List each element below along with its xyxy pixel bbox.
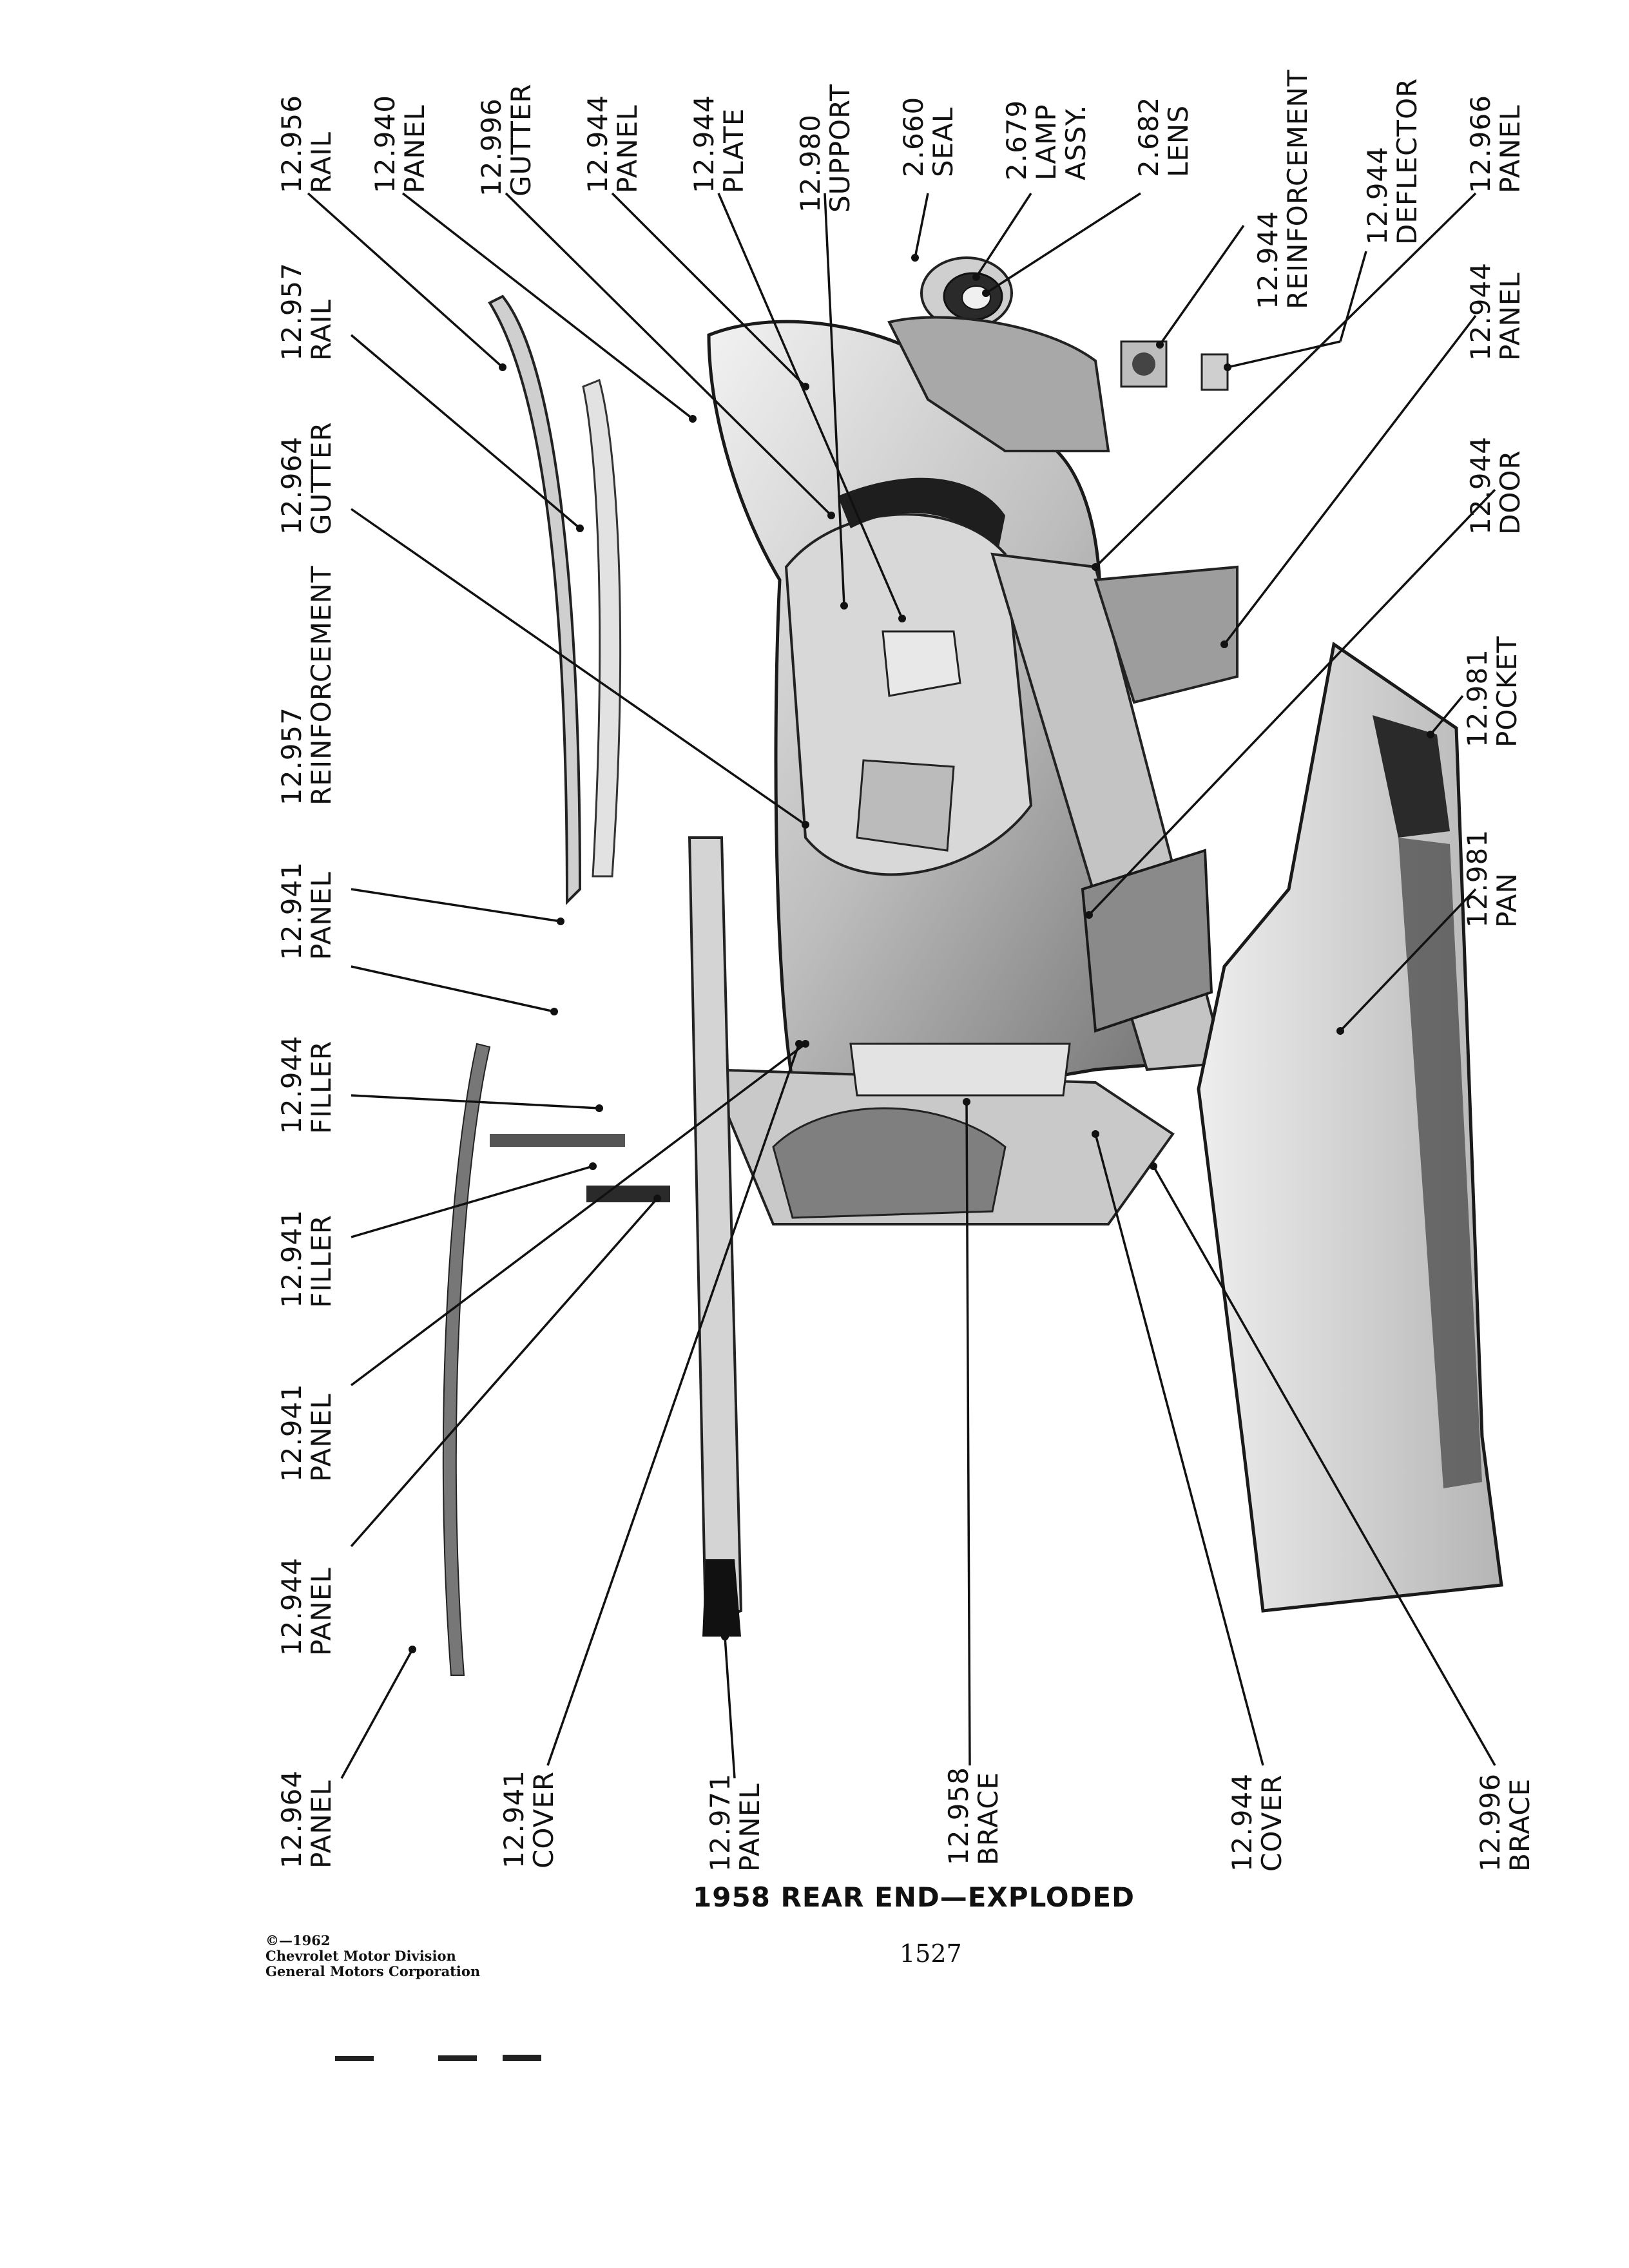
deflector-part: [1200, 353, 1229, 391]
molding-panel: [442, 1043, 491, 1676]
lamp-housing-panel: [887, 316, 1110, 452]
scan-artifact-marks: [335, 2055, 541, 2061]
panel-box: [1094, 565, 1239, 704]
floor-pan-pocket: [1373, 715, 1450, 838]
figure-title: 1958 REAR END—EXPLODED: [693, 1881, 1135, 1913]
leader-arrowheads: [409, 254, 1434, 1653]
inner-support-bracket: [882, 630, 961, 697]
leader-lines: [307, 192, 1496, 1779]
floor-pan-rib: [1398, 838, 1482, 1488]
reinforcement-bracket: [1120, 340, 1168, 388]
trunk-door: [1081, 849, 1213, 1033]
copyright-notice: ©—1962 Chevrolet Motor Division General …: [265, 1932, 481, 1979]
rocker-panel-end: [702, 1559, 741, 1637]
rear-window-opening: [838, 477, 1005, 548]
roof-rail-upper: [488, 294, 582, 905]
wheel-arch-lower: [772, 1107, 1007, 1219]
lower-brace: [849, 1043, 1071, 1097]
page-number: 1527: [900, 1939, 962, 1968]
rocker-panel: [688, 836, 743, 1626]
roof-rail-lower: [582, 378, 622, 878]
filler-strip: [490, 1134, 625, 1147]
inner-plate: [856, 759, 955, 852]
